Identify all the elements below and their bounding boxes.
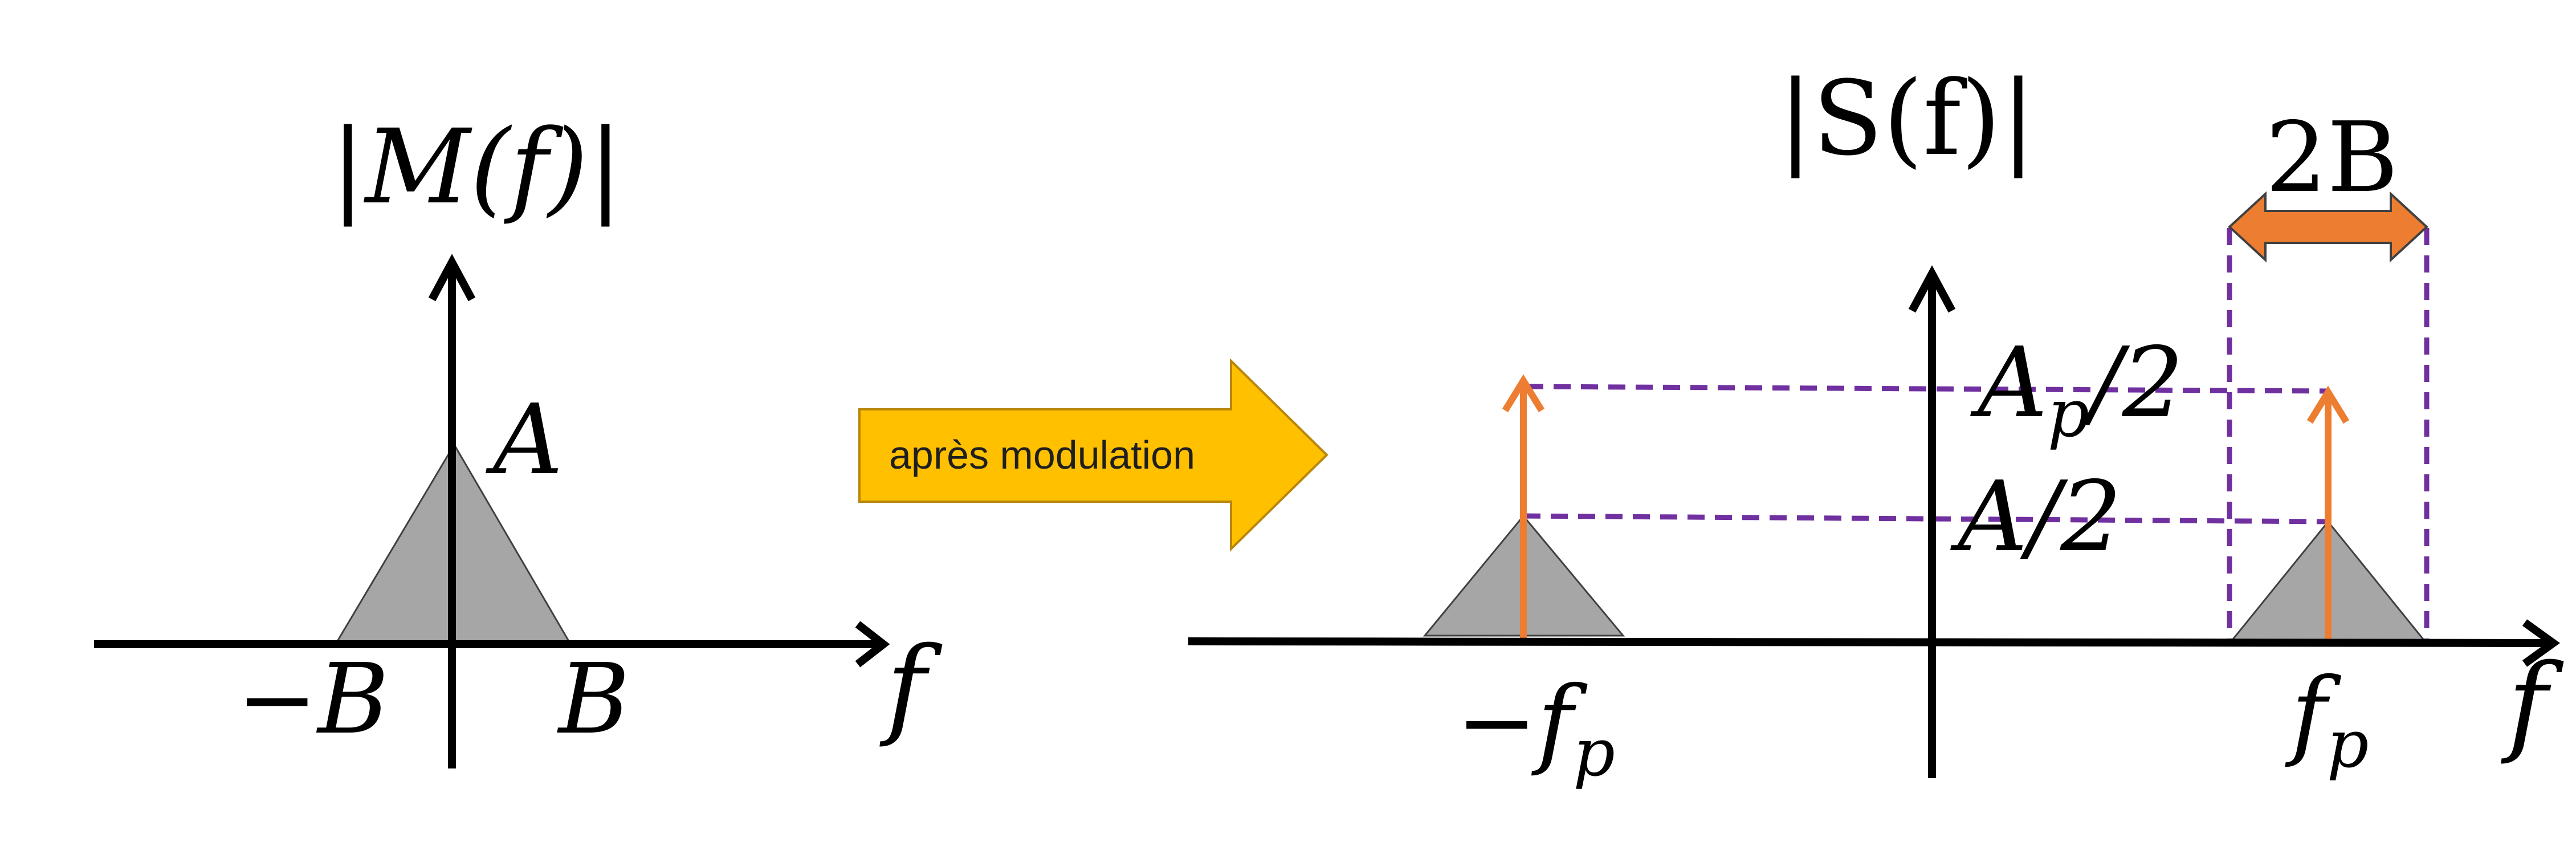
left-neg-bandwidth-label: −B [237,643,389,756]
bandwidth-double-arrow [2228,191,2428,263]
neg-carrier-freq-label: −fp [1456,666,1615,791]
right-freq-axis-arrowhead [2522,619,2560,667]
modulation-arrow-label: après modulation [889,433,1195,477]
pos-carrier-impulse-head [2306,385,2350,424]
left-plot-title: |M(f)| [331,108,623,227]
signal-amp-label: A/2 [1950,461,2122,574]
right-axis-label-f: f [2501,641,2564,767]
left-plot: |M(f)| A −B B f [94,108,943,768]
carrier-amp-label: Ap/2 [1970,327,2184,452]
amplitude-guides [1523,228,2430,641]
left-peak-label: A [486,384,563,497]
left-freq-axis-arrowhead [855,621,890,668]
right-amp-axis-arrowhead [1908,265,1956,313]
left-axis-label-f: f [879,624,943,750]
right-freq-axis [1188,637,2554,647]
modulation-arrow-shape [858,358,1328,552]
right-plot-title: |S(f)| [1778,59,2036,178]
left-amp-axis-arrowhead [428,254,476,302]
signal-level-guide [1523,513,2329,524]
left-pos-bandwidth-label: B [557,643,630,756]
bandwidth-label: 2B [2265,101,2398,214]
modulation-arrow: après modulation [858,358,1328,552]
carrier-impulses [1502,374,2350,644]
neg-carrier-impulse-head [1502,374,1545,413]
carrier-level-guide [1526,384,2329,394]
pos-carrier-freq-label: fp [2285,657,2369,783]
right-plot: |S(f)| 2B Ap/2 A/2 −fp fp f [1188,59,2564,791]
